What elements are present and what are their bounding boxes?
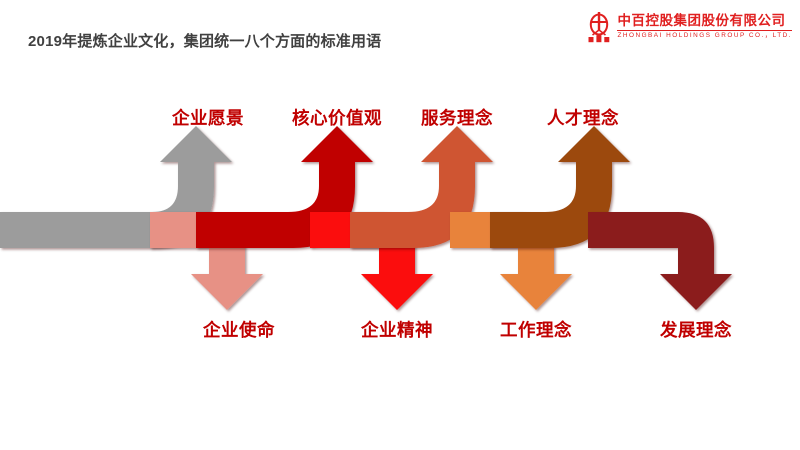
label-bottom-2: 工作理念 xyxy=(500,320,572,340)
logo-name-cn: 中百控股集团股份有限公司 xyxy=(617,14,792,31)
label-bottom-3: 发展理念 xyxy=(660,320,732,340)
page-title: 2019年提炼企业文化，集团统一八个方面的标准用语 xyxy=(28,33,382,50)
label-top-2: 服务理念 xyxy=(421,108,493,128)
zhongbai-emblem-icon xyxy=(586,10,612,44)
arrow-down-fazhan-linian xyxy=(588,212,732,310)
label-top-0: 企业愿景 xyxy=(172,108,244,128)
label-bottom-1: 企业精神 xyxy=(361,320,433,340)
logo-text-block: 中百控股集团股份有限公司 ZHONGBAI HOLDINGS GROUP CO.… xyxy=(617,14,792,40)
company-logo: 中百控股集团股份有限公司 ZHONGBAI HOLDINGS GROUP CO.… xyxy=(586,10,792,44)
label-top-3: 人才理念 xyxy=(547,108,619,128)
label-bottom-0: 企业使命 xyxy=(203,320,275,340)
process-arrow-diagram xyxy=(0,88,800,328)
label-top-1: 核心价值观 xyxy=(292,108,382,128)
logo-name-en: ZHONGBAI HOLDINGS GROUP CO.，LTD. xyxy=(617,32,792,40)
